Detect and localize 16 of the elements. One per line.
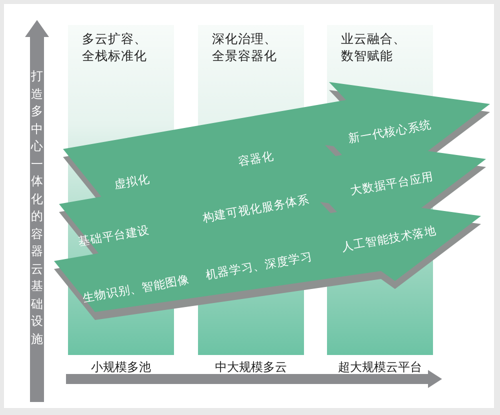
arrow-text: 构建可视化服务体系 xyxy=(202,192,310,226)
stage-label: 超大规模云平台 xyxy=(337,359,423,376)
arrow-text: 大数据平台应用 xyxy=(349,169,435,199)
axis-label: 打造多中心一体化的容器云基础设施 xyxy=(30,68,44,348)
arrow-text: 新一代核心系统 xyxy=(347,117,433,147)
arrow-text: 生物识别、智能图像 xyxy=(82,272,190,306)
arrow-text: 机器学习、深度学习 xyxy=(204,249,314,283)
stage-label: 小规模多池 xyxy=(90,359,152,376)
column-heading: 深化治理、全景容器化 xyxy=(212,30,278,64)
column-heading: 多云扩容、全栈标准化 xyxy=(82,30,148,64)
arrow-text: 虚拟化 xyxy=(112,172,152,192)
arrow-text: 容器化 xyxy=(236,148,276,170)
arrow-text: 基础平台建设 xyxy=(77,222,151,250)
column-heading: 业云融合、数智赋能 xyxy=(341,30,407,64)
arrow-text: 人工智能技术落地 xyxy=(340,223,438,255)
stage-label: 中大规模多云 xyxy=(214,359,288,376)
